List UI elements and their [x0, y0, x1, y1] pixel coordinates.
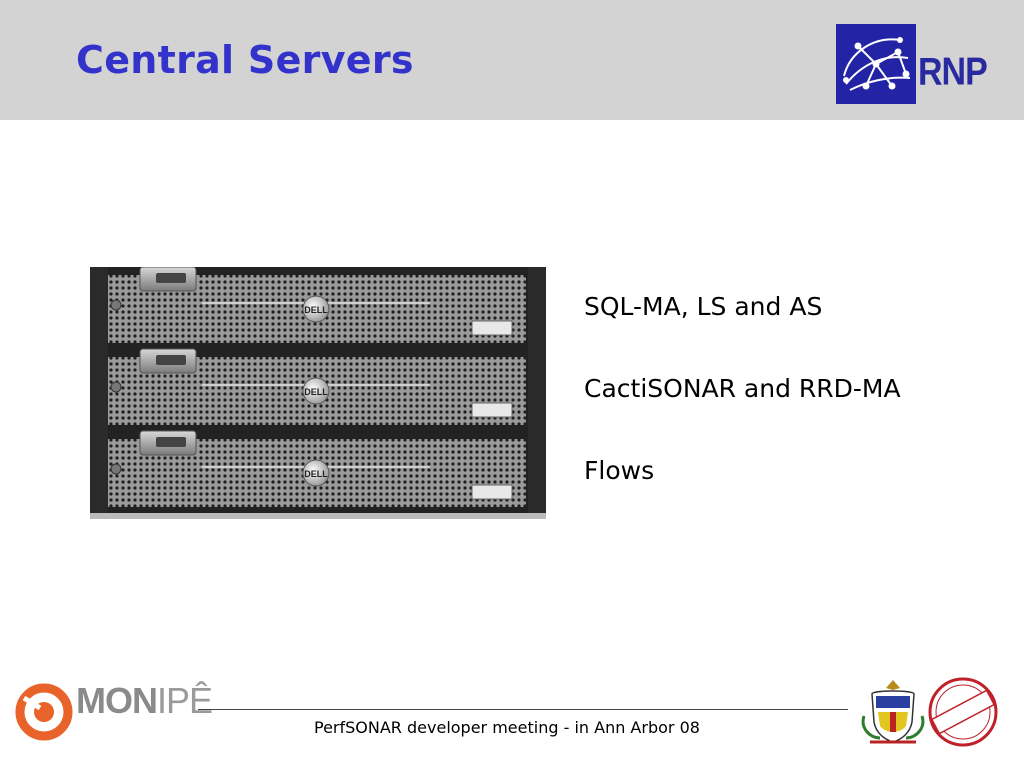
- slide-title: Central Servers: [76, 38, 414, 82]
- slide-header: Central Servers RNP: [0, 0, 1024, 120]
- server-rack-image: DELL: [89, 266, 547, 519]
- footer-divider: [198, 709, 848, 710]
- server-unit: DELL: [90, 266, 546, 349]
- university-seal-icon: [860, 676, 926, 746]
- universidade-salvador-logo: [926, 676, 1000, 748]
- bullet-item: CactiSONAR and RRD-MA: [584, 374, 901, 403]
- monipe-text-bold: MON: [76, 680, 158, 721]
- bullet-item: SQL-MA, LS and AS: [584, 292, 823, 321]
- monipe-logo-text: MONIPÊ: [76, 680, 213, 722]
- bullet-item: Flows: [584, 456, 655, 485]
- rnp-logo: RNP: [836, 24, 1000, 106]
- monipe-logo: MONIPÊ: [14, 678, 213, 748]
- footer-text: PerfSONAR developer meeting - in Ann Arb…: [314, 718, 700, 737]
- monipe-text-light: IPÊ: [157, 680, 213, 721]
- svg-text:DELL: DELL: [304, 305, 328, 315]
- monipe-circle-icon: [15, 683, 73, 741]
- rnp-logo-text: RNP: [918, 50, 988, 94]
- rnp-network-icon: [836, 24, 916, 104]
